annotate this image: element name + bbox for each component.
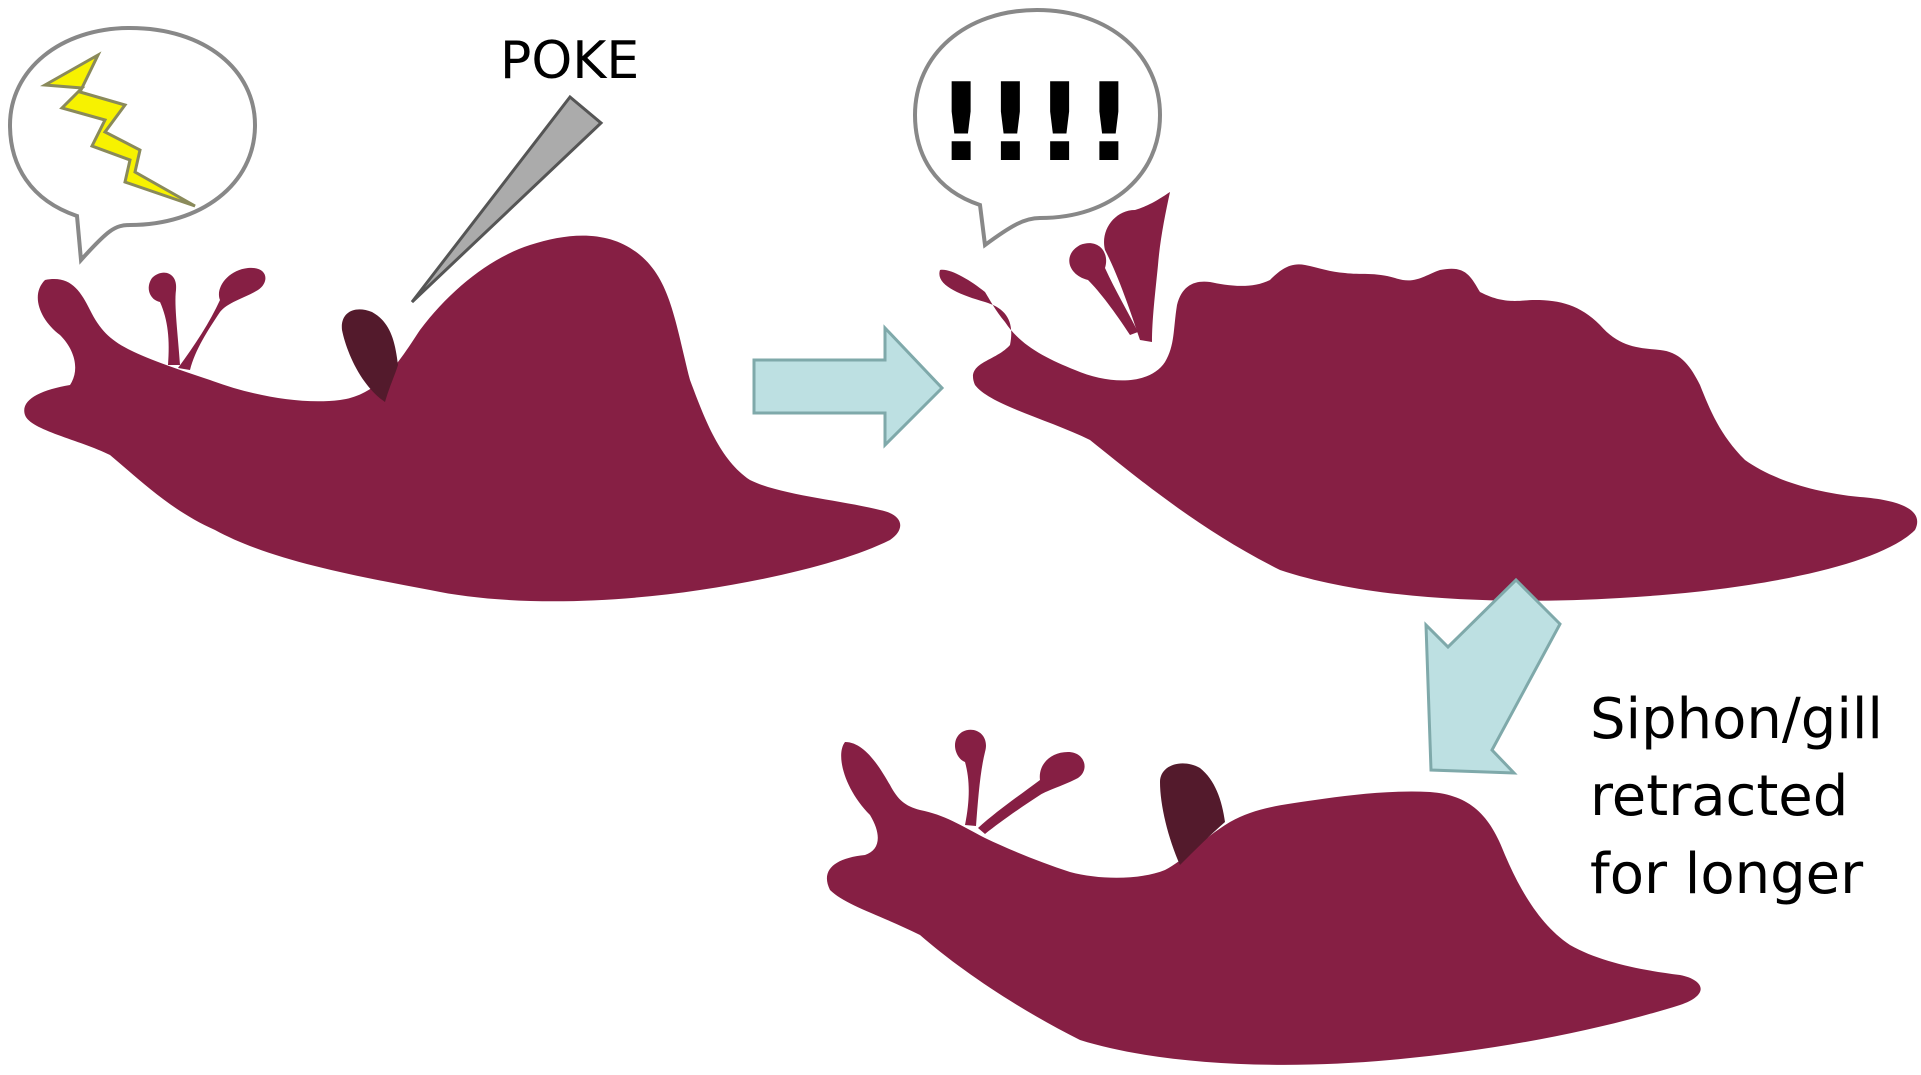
shock-bubble [10, 28, 255, 260]
slug-sensitized [939, 192, 1917, 601]
slug-retracted [827, 730, 1701, 1065]
poke-label: POKE [500, 31, 639, 91]
arrow-right-icon [754, 328, 942, 445]
arrow-down-left-icon [1426, 580, 1560, 773]
outcome-line-2: retracted [1590, 764, 1848, 829]
rhinophore-left [149, 273, 180, 365]
rhinophore-left [955, 730, 986, 826]
slug-body [827, 742, 1701, 1065]
outcome-line-1: Siphon/gill [1590, 687, 1883, 752]
shock-bubble-outline [10, 28, 255, 260]
outcome-line-3: for longer [1590, 842, 1864, 907]
slug-body [939, 264, 1917, 600]
alarm-bubble: !!!! [915, 10, 1160, 245]
slug-stimulated [24, 236, 900, 602]
rhinophore-right [178, 268, 265, 370]
outcome-label: Siphon/gill retracted for longer [1590, 687, 1883, 907]
alarm-label: !!!! [936, 61, 1133, 186]
rhinophore-right [1104, 192, 1170, 342]
rhinophore-right [978, 752, 1085, 834]
